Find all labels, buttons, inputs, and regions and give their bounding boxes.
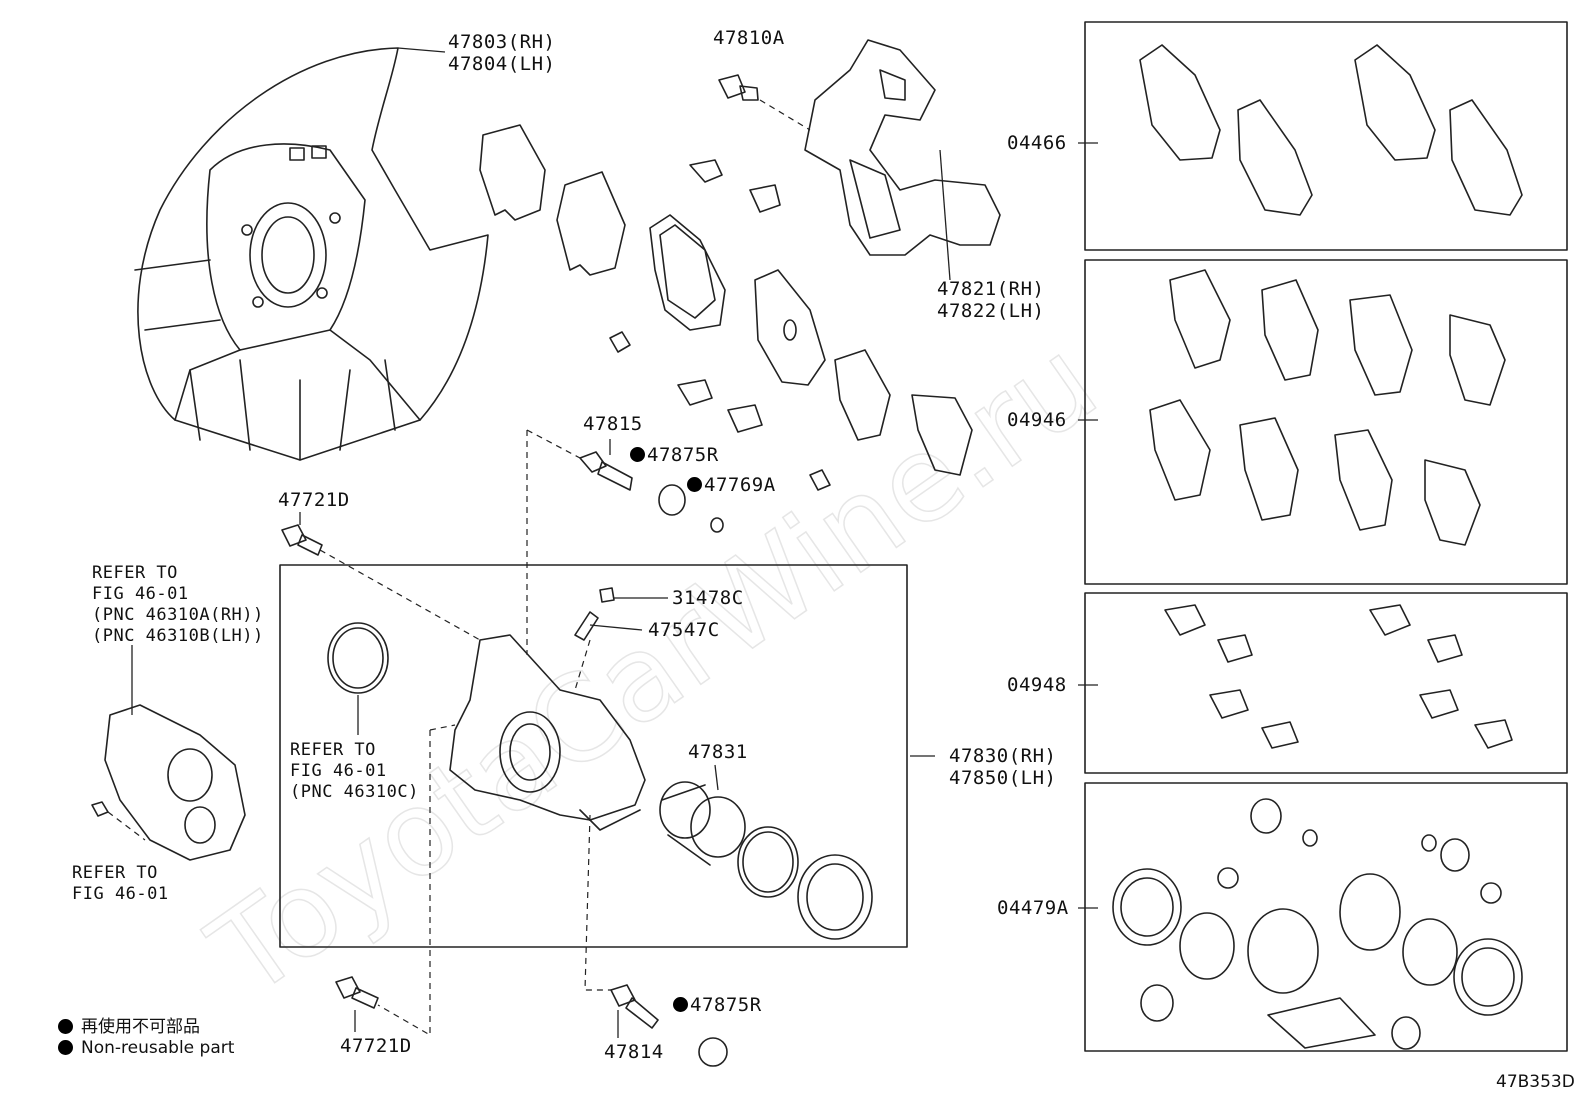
non-reusable-dot-icon	[630, 447, 645, 462]
label-47769a[interactable]: 47769A	[687, 475, 776, 496]
label-04948[interactable]: 04948	[1007, 674, 1067, 696]
refer-line: REFER TO	[290, 740, 376, 760]
label-47850[interactable]: 47850(LH)	[949, 767, 1057, 789]
refer-line: FIG 46-01	[92, 584, 189, 604]
non-reusable-dot-icon	[58, 1019, 73, 1034]
refer-note-left[interactable]: REFER TO FIG 46-01 (PNC 46310A(RH)) (PNC…	[92, 563, 264, 647]
label-04946[interactable]: 04946	[1007, 409, 1067, 431]
dust-cover-drawing	[134, 47, 489, 461]
label-31478c[interactable]: 31478C	[672, 587, 744, 609]
refer-note-bottom[interactable]: REFER TO FIG 46-01	[72, 863, 169, 905]
label-47721d-top[interactable]: 47721D	[278, 489, 350, 511]
label-04466[interactable]: 04466	[1007, 132, 1067, 154]
refer-line: REFER TO	[92, 563, 178, 583]
non-reusable-dot-icon	[58, 1040, 73, 1055]
brake-pad-drawing	[649, 214, 826, 386]
label-47831[interactable]: 47831	[688, 741, 748, 763]
label-47547c[interactable]: 47547C	[648, 619, 720, 641]
label-47815[interactable]: 47815	[583, 413, 643, 435]
legend-en-text: Non-reusable part	[81, 1038, 235, 1058]
label-47721d-bottom[interactable]: 47721D	[340, 1035, 412, 1057]
label-47804[interactable]: 47804(LH)	[448, 53, 556, 75]
label-47830[interactable]: 47830(RH)	[949, 745, 1057, 767]
box-04466	[1084, 21, 1568, 251]
watermark: ToyotaCarWine.ru	[186, 312, 1120, 1024]
legend-jp: 再使用不可部品	[58, 1012, 200, 1037]
bolt-47810a-drawing	[718, 74, 759, 101]
caliper-box	[279, 564, 908, 948]
refer-line: (PNC 46310A(RH))	[92, 605, 264, 625]
diagram-code: 47B353D	[1496, 1072, 1575, 1092]
label-47875r-top[interactable]: 47875R	[630, 445, 719, 466]
label-04479a[interactable]: 04479A	[997, 897, 1069, 919]
refer-line: (PNC 46310B(LH))	[92, 626, 264, 646]
label-47814[interactable]: 47814	[604, 1041, 664, 1063]
legend-jp-text: 再使用不可部品	[81, 1017, 200, 1037]
refer-line: (PNC 46310C)	[290, 782, 419, 802]
non-reusable-dot-icon	[673, 997, 688, 1012]
box-04946	[1084, 259, 1568, 585]
label-47875r-bottom[interactable]: 47875R	[673, 995, 762, 1016]
label-47803[interactable]: 47803(RH)	[448, 31, 556, 53]
caliper-bracket-drawing	[804, 39, 1001, 256]
label-47769a-text: 47769A	[704, 474, 776, 496]
label-47810a[interactable]: 47810A	[713, 27, 785, 49]
box-04948	[1084, 592, 1568, 774]
left-caliper-drawing	[104, 704, 246, 861]
non-reusable-dot-icon	[687, 477, 702, 492]
refer-line: REFER TO	[72, 863, 158, 883]
refer-note-middle[interactable]: REFER TO FIG 46-01 (PNC 46310C)	[290, 740, 419, 803]
slide-pin-47815-drawing	[579, 451, 633, 491]
label-47821[interactable]: 47821(RH)	[937, 278, 1045, 300]
label-47875r-bottom-text: 47875R	[690, 994, 762, 1016]
piston-drawing	[659, 781, 746, 866]
box-04479a	[1084, 782, 1568, 1052]
label-47822[interactable]: 47822(LH)	[937, 300, 1045, 322]
refer-line: FIG 46-01	[72, 884, 169, 904]
refer-line: FIG 46-01	[290, 761, 387, 781]
legend-en: Non-reusable part	[58, 1038, 234, 1058]
label-47875r-top-text: 47875R	[647, 444, 719, 466]
